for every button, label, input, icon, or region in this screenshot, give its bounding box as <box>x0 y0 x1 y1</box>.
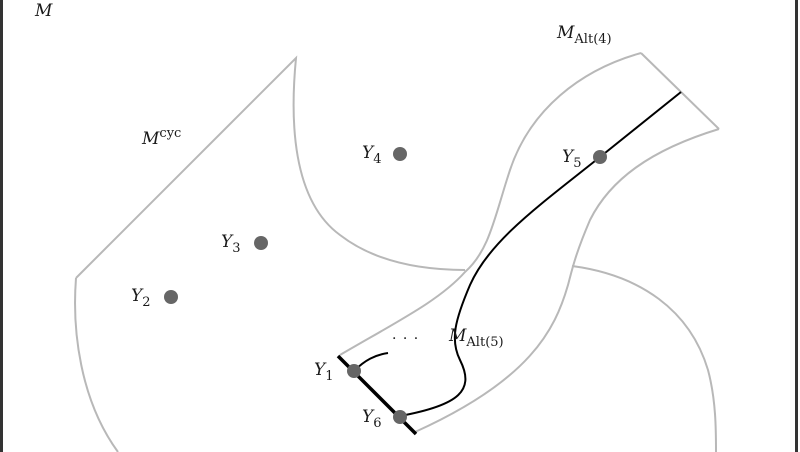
point-y5 <box>593 150 607 164</box>
point-label-y4: Y4 <box>362 143 382 167</box>
point-label-y6: Y6 <box>362 407 382 431</box>
frame-left-border <box>0 0 3 452</box>
point-label-y2: Y2 <box>131 286 151 310</box>
region-label-m-alt4: MAlt(4) <box>557 23 612 47</box>
path-m-alt5 <box>399 91 682 417</box>
ellipsis-dots: · · · <box>392 331 420 347</box>
point-y1 <box>347 364 361 378</box>
region-label-m-alt5: MAlt(5) <box>449 326 504 350</box>
point-y3 <box>254 236 268 250</box>
region-m-alt-band-right-outline <box>414 128 720 433</box>
point-y2 <box>164 290 178 304</box>
point-label-y1: Y1 <box>314 360 334 384</box>
region-m-cyc-outline <box>75 55 466 279</box>
point-label-y3: Y3 <box>221 232 241 256</box>
region-label-m-cyc: Mcyc <box>142 126 182 149</box>
region-m-cyc-lower-outline <box>74 277 119 452</box>
frame-right-border <box>795 0 798 452</box>
point-y6 <box>393 410 407 424</box>
region-m-alt-band-left-outline <box>339 52 642 356</box>
point-label-y5: Y5 <box>562 147 582 171</box>
space-label-m: M <box>35 1 53 21</box>
point-y4 <box>393 147 407 161</box>
region-right-lower-outline <box>571 265 717 452</box>
region-m-alt4-end-outline <box>640 52 720 130</box>
